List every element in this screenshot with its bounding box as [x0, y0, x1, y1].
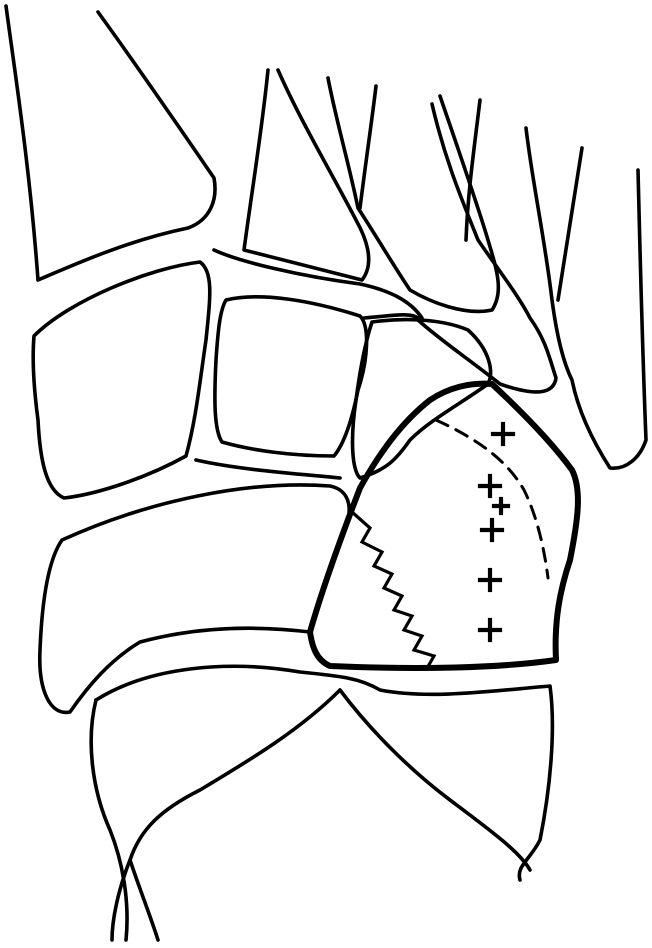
plus-icon	[480, 570, 500, 590]
intermediate-cuneiform	[215, 297, 367, 456]
joint-line-lower	[196, 460, 340, 478]
plus-icon	[480, 620, 500, 640]
calcaneus-inner-curve	[340, 690, 530, 870]
plus-icon	[480, 476, 500, 496]
first-metatarsal	[6, 6, 215, 280]
osteotomy-dashed-line	[436, 420, 548, 578]
fifth-metatarsal-inner	[558, 148, 582, 300]
fourth-metatarsal	[418, 104, 556, 392]
fourth-metatarsal-inner	[466, 100, 480, 240]
plus-icon	[482, 520, 502, 540]
plus-icon	[494, 499, 508, 513]
lateral-cuneiform	[353, 320, 491, 478]
talus-lower-curve	[130, 860, 158, 940]
medial-cuneiform	[33, 262, 210, 498]
tarsal-bones	[33, 250, 490, 498]
talus-left-curve	[91, 700, 127, 940]
joint-line-cuneiform	[364, 315, 418, 318]
third-metatarsal-inner	[360, 86, 376, 208]
navicular	[40, 485, 349, 712]
calcaneus	[91, 666, 552, 940]
calcaneus-outline	[96, 666, 552, 880]
plus-icon	[493, 424, 513, 444]
osteotomy-zigzag	[352, 512, 434, 670]
fifth-metatarsal	[526, 128, 646, 468]
metatarsals	[6, 6, 646, 468]
